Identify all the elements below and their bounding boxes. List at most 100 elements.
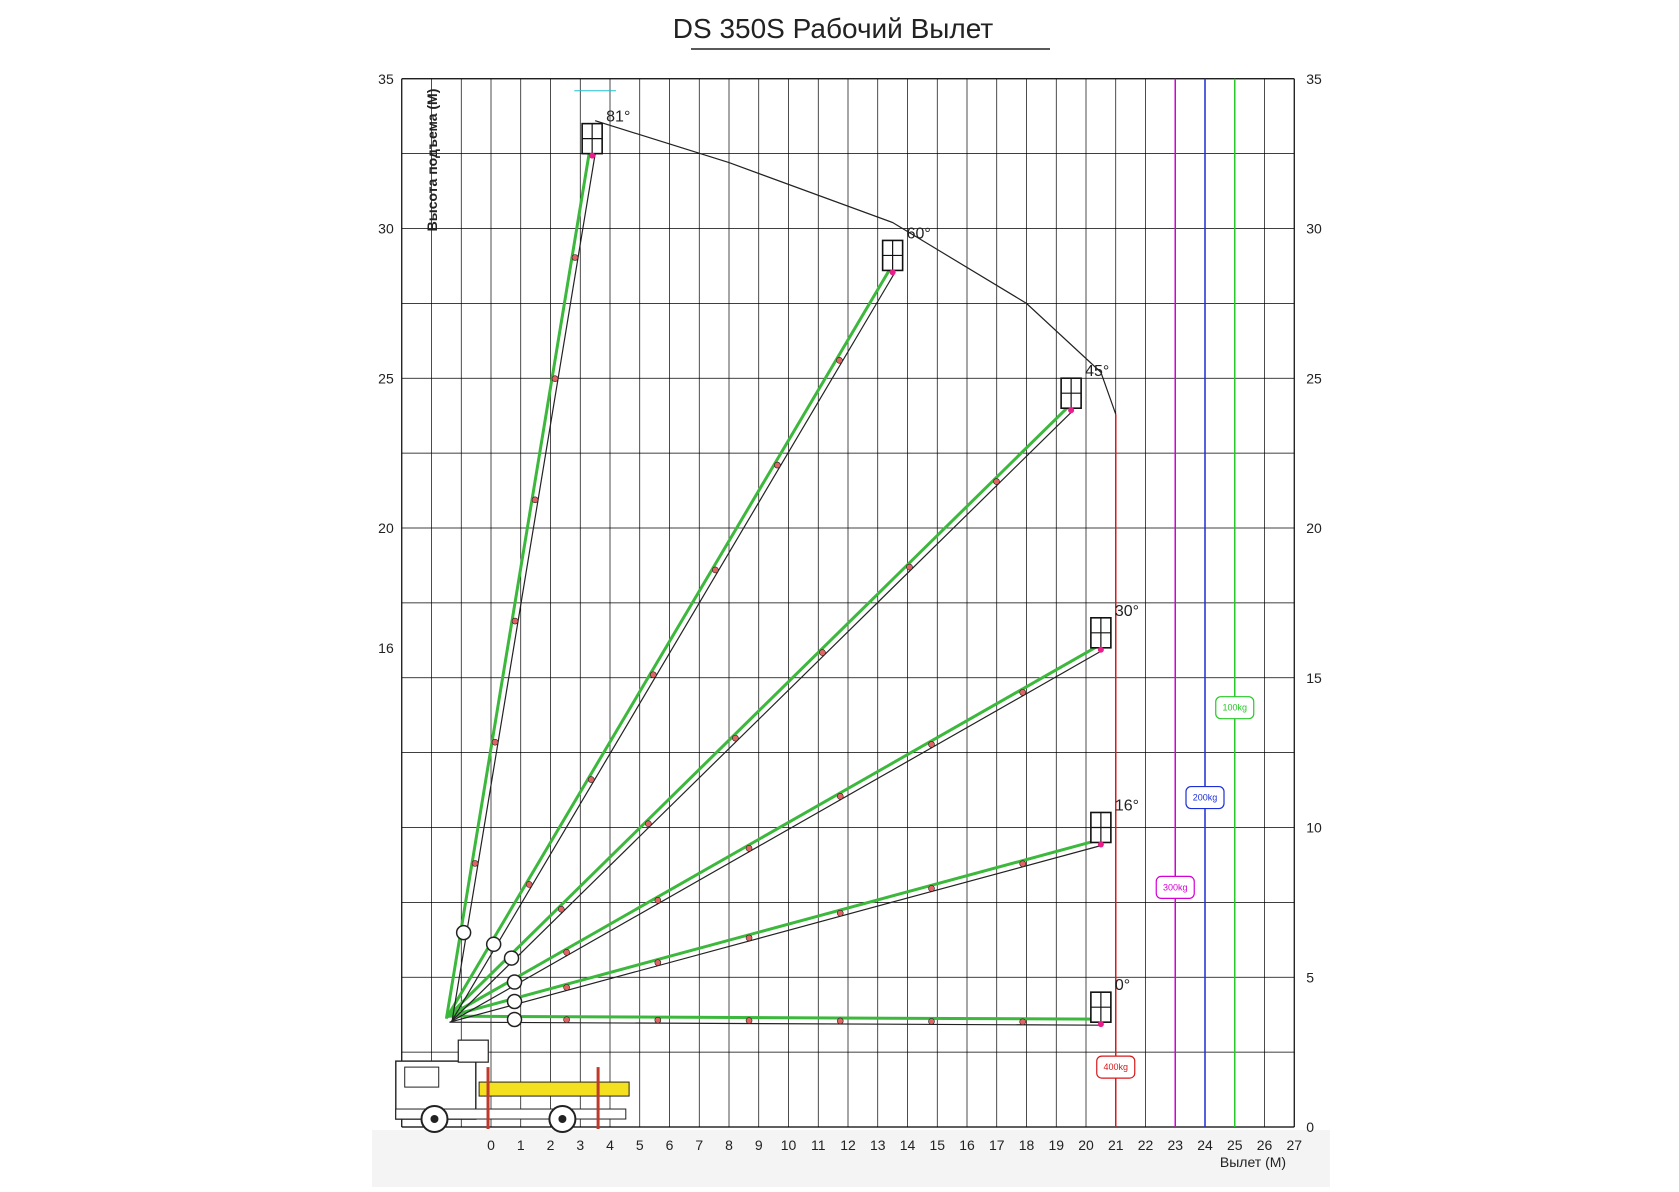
- x-tick-label: 4: [606, 1137, 614, 1153]
- boom-joint: [836, 793, 844, 800]
- x-tick-label: 20: [1078, 1137, 1094, 1153]
- boom-cylinder: [506, 993, 523, 1010]
- right-y-tick-label: 5: [1306, 969, 1314, 985]
- x-tick-label: 3: [576, 1137, 584, 1153]
- boom-joint: [587, 776, 595, 783]
- load-limit-badge: [1215, 696, 1255, 720]
- boom: 81°: [444, 109, 630, 1020]
- boom-joint: [774, 461, 781, 469]
- boom-cylinder: [485, 936, 502, 953]
- boom-joint: [654, 1016, 662, 1024]
- left-y-tick-label: 25: [378, 370, 394, 386]
- boom-body: [446, 404, 1071, 1019]
- boom-outline: [449, 1021, 1101, 1026]
- x-tick-label: 9: [755, 1137, 763, 1153]
- boom-cylinder: [455, 924, 472, 941]
- envelope-arc: [594, 120, 1117, 415]
- x-tick-label: 5: [636, 1137, 644, 1153]
- boom-joint: [745, 1017, 753, 1024]
- right-y-tick-label: 25: [1306, 370, 1322, 386]
- platform-hinge: [1097, 841, 1104, 848]
- load-limit-badge: [1185, 785, 1225, 810]
- boom-joint: [819, 649, 826, 656]
- right-y-tick-label: 35: [1306, 71, 1322, 87]
- boom-outline: [449, 844, 1102, 1023]
- boom-joint: [649, 671, 657, 679]
- boom-joint: [928, 885, 935, 892]
- boom-joint: [745, 934, 753, 942]
- x-tick-label: 25: [1227, 1137, 1243, 1153]
- boom-angle-label: 81°: [606, 109, 630, 126]
- x-tick-label: 18: [1019, 1137, 1035, 1153]
- boom-joint: [836, 909, 844, 917]
- x-tick-label: 2: [547, 1137, 555, 1153]
- load-limit-label: 200kg: [1193, 793, 1218, 803]
- platform-hinge: [589, 152, 596, 159]
- boom-body: [447, 643, 1101, 1018]
- x-tick-label: 10: [781, 1137, 797, 1153]
- truck-hub: [430, 1115, 439, 1123]
- truck-chassis: [395, 1108, 627, 1120]
- left-y-tick-label: 16: [378, 640, 394, 656]
- right-y-tick-label: 30: [1306, 221, 1322, 237]
- x-tick-label: 19: [1048, 1137, 1064, 1153]
- right-y-tick-label: 20: [1306, 520, 1322, 536]
- boom-joint: [563, 949, 570, 956]
- left-y-tick-label: 35: [378, 71, 394, 87]
- x-tick-label: 23: [1167, 1137, 1183, 1153]
- x-tick-label: 15: [929, 1137, 945, 1153]
- x-axis-label: Вылет (М): [1220, 1154, 1286, 1170]
- x-tick-label: 26: [1257, 1137, 1273, 1153]
- boom-outline: [451, 409, 1074, 1022]
- boom-angle-label: 0°: [1115, 977, 1130, 994]
- boom-joint: [551, 375, 559, 382]
- boom: 30°: [447, 603, 1139, 1023]
- boom-joint: [732, 734, 739, 742]
- chart-title: DS 350S Рабочий Вылет: [673, 13, 994, 44]
- x-tick-label: 6: [666, 1137, 674, 1153]
- boom-body: [449, 1014, 1101, 1021]
- boom-body: [448, 838, 1101, 1018]
- boom-joint: [745, 845, 753, 852]
- truck-window: [404, 1066, 440, 1088]
- boom-joint: [557, 905, 565, 913]
- boom-joint: [563, 1016, 570, 1024]
- boom-joint: [836, 356, 843, 364]
- y-axis-label: Высота подъема (М): [424, 89, 440, 232]
- load-limit-label: 400kg: [1103, 1062, 1128, 1072]
- boom: 45°: [446, 363, 1109, 1022]
- x-tick-label: 12: [840, 1137, 856, 1153]
- boom-joint: [1019, 1018, 1026, 1026]
- boom-joint: [571, 254, 579, 261]
- boom-joint: [525, 881, 533, 888]
- boom-joint: [531, 496, 539, 504]
- boom-joint: [511, 617, 519, 625]
- boom: 0°: [449, 977, 1130, 1028]
- load-limit-badge: [1155, 875, 1195, 900]
- load-limit-badge: [1096, 1055, 1136, 1079]
- boom-outline: [450, 649, 1103, 1023]
- x-tick-label: 11: [811, 1137, 826, 1153]
- boom-joint: [645, 820, 652, 827]
- boom-positions: 0°16°30°45°60°81°: [444, 90, 1139, 1028]
- boom-joint: [563, 984, 570, 991]
- right-y-tick-label: 10: [1306, 820, 1322, 836]
- right-y-tick-label: 0: [1306, 1119, 1314, 1135]
- boom-body: [444, 152, 591, 1019]
- boom-cylinder: [506, 974, 523, 990]
- x-tick-label: 21: [1108, 1137, 1124, 1153]
- x-tick-label: 24: [1197, 1137, 1213, 1153]
- x-tick-label: 17: [989, 1137, 1005, 1153]
- boom-joint: [928, 1018, 935, 1025]
- boom-cylinder: [503, 950, 520, 966]
- platform-hinge: [1097, 646, 1104, 653]
- boom-joint: [836, 1017, 844, 1025]
- x-tick-label: 13: [870, 1137, 886, 1153]
- boom-joint: [491, 738, 499, 746]
- boom-joint: [1019, 689, 1026, 696]
- x-tick-label: 27: [1286, 1137, 1302, 1153]
- grid: [401, 78, 1295, 1128]
